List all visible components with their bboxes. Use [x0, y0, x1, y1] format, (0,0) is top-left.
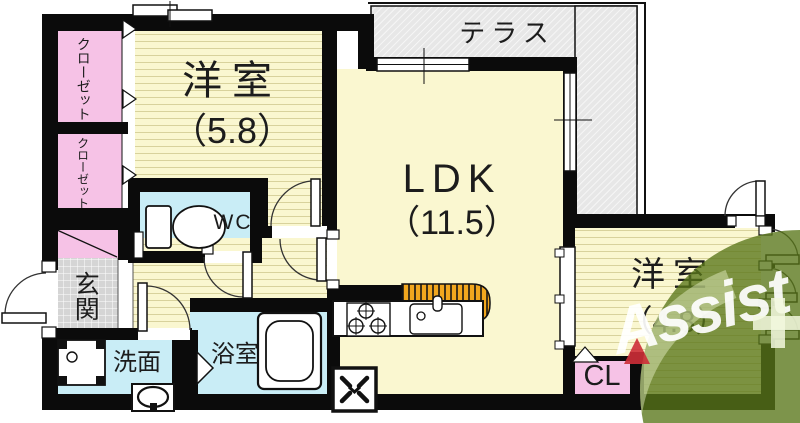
bedroom1-size: （5.8） — [170, 110, 294, 151]
ldk-hall-door — [279, 229, 340, 290]
floor-hatch-icon — [331, 366, 378, 413]
closet2-label: クローゼット — [75, 137, 90, 209]
ldk-label: LDK — [402, 157, 502, 201]
ldk-size: （11.5） — [386, 204, 518, 242]
fixtures — [57, 205, 323, 412]
window-ldk-top — [376, 48, 470, 84]
vanity-basin-icon — [131, 383, 175, 412]
closet1-label: クローゼット — [75, 37, 92, 121]
closet-folding-door-icons — [122, 18, 138, 186]
bathroom-label: 浴室 — [211, 341, 259, 368]
washing-machine-icon — [57, 339, 106, 386]
window-ldk-right — [554, 72, 592, 172]
washroom-door — [133, 231, 191, 332]
ldk-floor — [337, 69, 565, 396]
entrance-floor — [56, 258, 118, 330]
watermark-red-triangle-icon — [624, 338, 650, 364]
sink-icon — [409, 295, 463, 335]
kitchen-counter — [332, 283, 491, 337]
windows — [132, 1, 592, 172]
entrance-step — [117, 257, 134, 333]
toilet-icon — [145, 205, 226, 249]
cl-floor — [573, 358, 630, 394]
closet2-floor — [56, 132, 124, 210]
cl-label: CL — [583, 360, 621, 392]
window-bedroom1-top — [132, 1, 213, 27]
ldk-bedroom2-sliding-door — [554, 246, 576, 350]
wc-label: WC — [213, 211, 253, 234]
cl-folding-door-icon — [570, 346, 600, 363]
bedroom1-label: 洋室 — [182, 59, 282, 103]
bedroom1-door — [270, 178, 321, 227]
bedroom2-top-door — [724, 180, 766, 227]
watermark-plus-icon — [771, 298, 785, 348]
entrance-label: 玄関 — [71, 271, 100, 321]
bathroom-door-icon — [196, 350, 215, 386]
entrance-door — [1, 260, 57, 339]
terrace-label: テラス — [459, 18, 555, 48]
closet1-floor — [56, 28, 124, 126]
washroom-label: 洗面 — [113, 349, 161, 376]
stove-icon — [346, 302, 391, 337]
doors — [1, 18, 800, 386]
bathtub-icon — [256, 311, 323, 391]
